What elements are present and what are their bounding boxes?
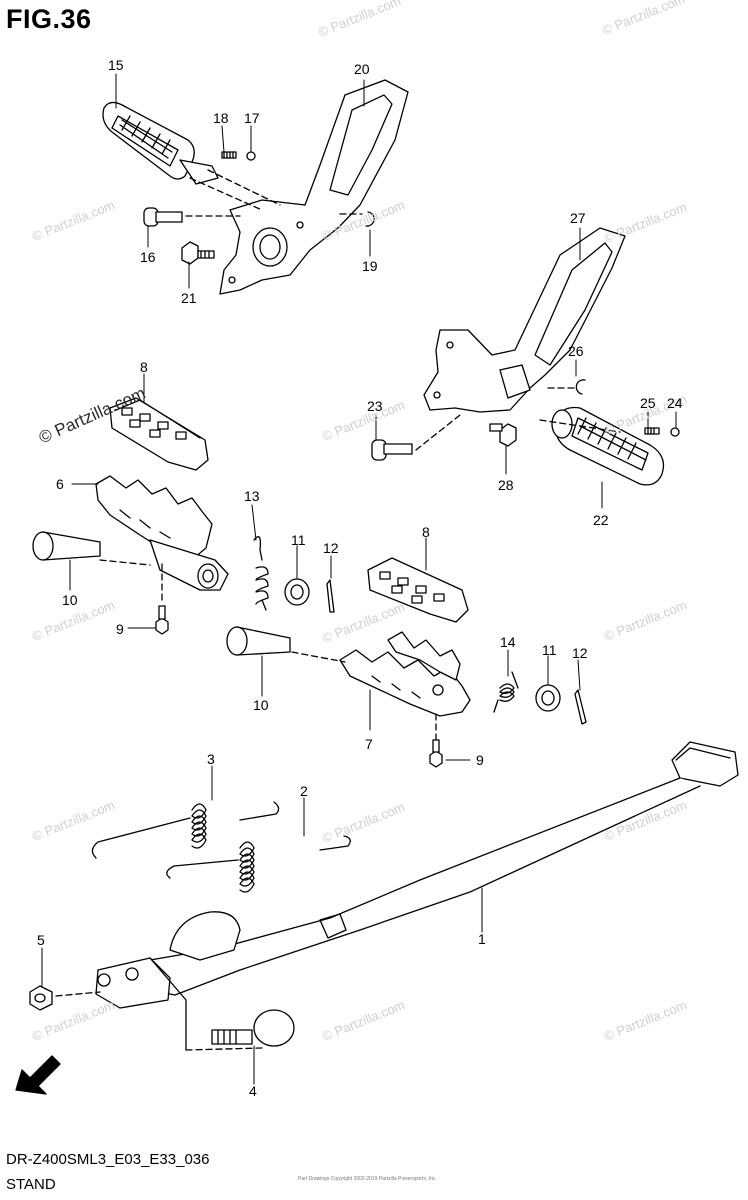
spring-3 (91, 801, 280, 859)
callout-4: 4 (249, 1083, 257, 1099)
callout-14: 14 (500, 634, 516, 650)
callout-17: 17 (244, 110, 260, 126)
copyright-fine-print: Part Drawings Copyright 2002-2019 Partzi… (298, 1176, 437, 1182)
callout-12-upper: 12 (323, 540, 339, 556)
pivot-pin-10-upper (32, 531, 101, 561)
callout-7: 7 (365, 736, 373, 752)
footpeg-6 (95, 475, 229, 591)
callout-15: 15 (108, 57, 124, 73)
callout-25: 25 (640, 395, 656, 411)
pivot-bolt-4 (211, 1009, 295, 1047)
pivot-pin-10-lower (226, 626, 291, 656)
callout-6: 6 (56, 476, 64, 492)
spring-13 (253, 536, 269, 611)
side-stand-1 (95, 741, 739, 1051)
cotter-pin-12-upper (326, 579, 335, 613)
callout-20: 20 (354, 61, 370, 77)
e-clip-19 (365, 211, 375, 227)
assembly-lines-lower (55, 991, 263, 1051)
callout-13: 13 (244, 488, 260, 504)
diagram-code: DR-Z400SML3_E03_E33_036 (6, 1151, 210, 1168)
fwd-arrow-icon (15, 1055, 61, 1095)
bolt-9-lower (429, 739, 443, 768)
e-clip-26 (575, 379, 586, 395)
footpeg-rubber-lower (367, 557, 469, 623)
bolt-9-upper (155, 605, 169, 635)
callout-8-lower: 8 (422, 524, 430, 540)
rear-footrest-bracket-left (219, 79, 409, 295)
assembly-lines-mid-right (291, 651, 437, 741)
callout-11-lower: 11 (542, 642, 557, 658)
callout-10-lower: 10 (253, 697, 269, 713)
washer-17 (246, 151, 256, 161)
callout-leaders (41, 73, 677, 1085)
callout-26: 26 (568, 343, 584, 359)
callout-19: 19 (362, 258, 378, 274)
rear-footrest-bracket-right (423, 227, 626, 413)
assembly-lines-upper-left (185, 169, 363, 217)
callout-22: 22 (593, 512, 609, 528)
washer-11-lower (535, 684, 561, 712)
rear-footpeg-left (102, 101, 219, 185)
bolt-28 (489, 423, 517, 447)
callout-10-upper: 10 (62, 592, 78, 608)
pivot-bolt-16 (143, 207, 183, 227)
callout-3: 3 (207, 751, 215, 767)
assembly-lines-mid-left (99, 559, 163, 601)
callout-23: 23 (367, 398, 383, 414)
callout-16: 16 (140, 249, 156, 265)
spring-2 (166, 835, 351, 893)
pivot-bolt-23 (371, 439, 413, 461)
callout-11-upper: 11 (291, 532, 306, 548)
nut-5 (29, 985, 53, 1011)
figure-title: FIG.36 (6, 4, 92, 34)
callout-9-upper: 9 (116, 621, 124, 637)
callout-21: 21 (181, 290, 197, 306)
callout-12-lower: 12 (572, 645, 588, 661)
callout-1: 1 (478, 931, 486, 947)
callout-24: 24 (667, 395, 683, 411)
callout-9-lower: 9 (476, 752, 484, 768)
assembly-lines-upper-right (415, 387, 621, 451)
cotter-pin-12-lower (574, 689, 587, 725)
footpeg-rubber-upper (109, 397, 209, 471)
pin-18 (221, 151, 237, 159)
callout-27: 27 (570, 210, 586, 226)
callout-28: 28 (498, 477, 514, 493)
callout-5: 5 (37, 932, 45, 948)
washer-24 (670, 427, 680, 437)
spring-14 (493, 671, 519, 713)
callout-8-upper: 8 (140, 359, 148, 375)
pin-25 (644, 427, 660, 435)
callout-2: 2 (300, 783, 308, 799)
bolt-21 (181, 241, 215, 265)
footpeg-7 (339, 631, 471, 717)
diagram-name: STAND (6, 1176, 56, 1193)
washer-11-upper (284, 578, 310, 606)
callout-18: 18 (213, 110, 229, 126)
